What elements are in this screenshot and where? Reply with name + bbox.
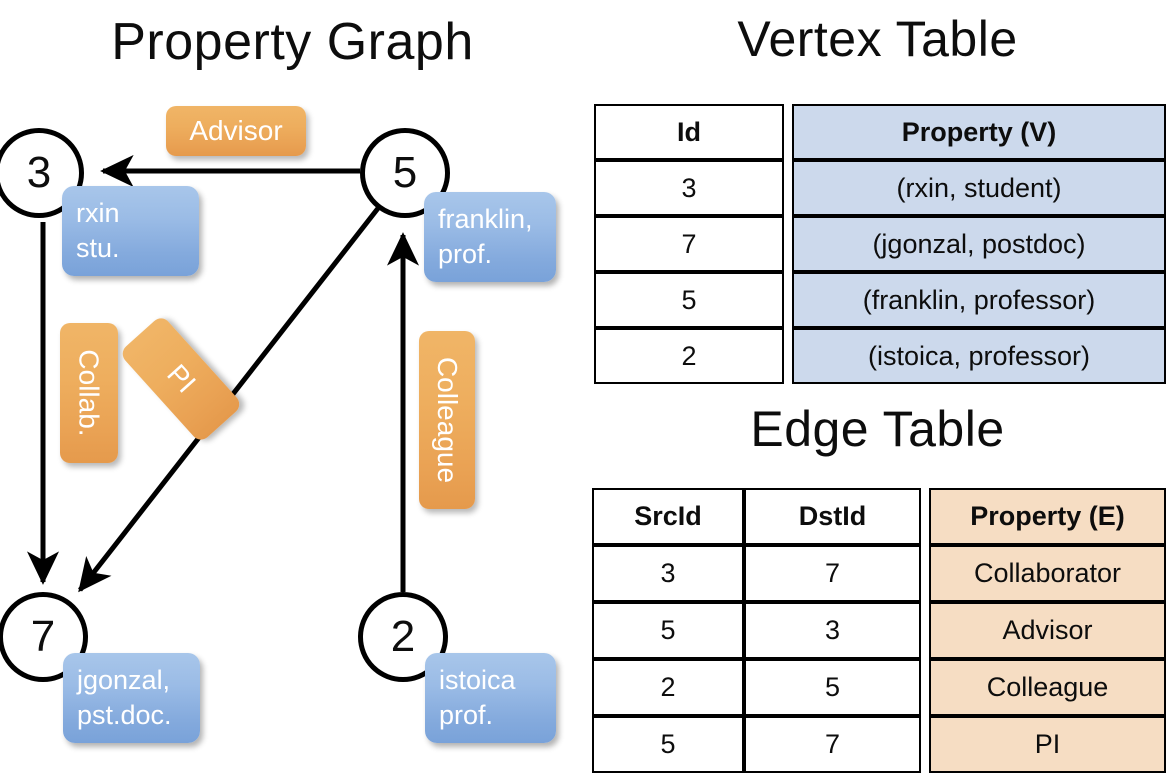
vertex-table-column-gap (784, 104, 792, 160)
table-row: 2 5 Colleague (592, 659, 1166, 716)
edge-table-header-srcid: SrcId (592, 488, 744, 545)
vertex-property-istoica-line1: istoica (439, 665, 516, 696)
edge-cell-property: Advisor (929, 602, 1166, 659)
vertex-property-rxin-line1: rxin (76, 198, 120, 229)
edge-cell-property: Collaborator (929, 545, 1166, 602)
edge-label-advisor: Advisor (166, 106, 306, 156)
table-row: 3 7 Collaborator (592, 545, 1166, 602)
table-row: 7 (jgonzal, postdoc) (594, 216, 1166, 272)
page-title-edge-table: Edge Table (750, 401, 1005, 457)
vertex-property-franklin-line1: franklin, (438, 204, 533, 235)
edge-cell-srcid: 2 (592, 659, 744, 716)
vertex-table-column-gap (784, 328, 792, 384)
graph-node-5-label: 5 (392, 148, 418, 197)
edge-table-header-row: SrcId DstId Property (E) (592, 488, 1166, 545)
graph-node-2-label: 2 (390, 612, 416, 661)
edge-label-colleague-text: Colleague (432, 356, 464, 484)
edge-table-column-gap (921, 545, 929, 602)
edge-label-pi-text: PI (160, 358, 202, 399)
vertex-property-rxin-line2: stu. (76, 233, 120, 263)
vertex-cell-id: 3 (594, 160, 784, 216)
edge-cell-dstid: 5 (744, 659, 921, 716)
vertex-property-box-istoica: istoica prof. (425, 653, 556, 743)
edge-label-collab: Collab. (60, 323, 118, 463)
vertex-property-box-jgonzal: jgonzal, pst.doc. (63, 653, 200, 743)
vertex-property-box-franklin: franklin, prof. (424, 192, 556, 282)
table-row: 3 (rxin, student) (594, 160, 1166, 216)
vertex-cell-property: (franklin, professor) (792, 272, 1166, 328)
edge-label-advisor-text: Advisor (189, 115, 283, 146)
edge-cell-srcid: 5 (592, 602, 744, 659)
vertex-property-box-rxin: rxin stu. (62, 186, 199, 276)
property-graph-diagram: 3 5 7 2 rxin stu. franklin, prof. jgonza… (0, 0, 585, 760)
vertex-cell-property: (jgonzal, postdoc) (792, 216, 1166, 272)
edge-table-header-dstid: DstId (744, 488, 921, 545)
vertex-table-header-row: Id Property (V) (594, 104, 1166, 160)
edge-cell-dstid: 3 (744, 602, 921, 659)
vertex-property-franklin-line2: prof. (438, 239, 493, 269)
edge-cell-property: Colleague (929, 659, 1166, 716)
vertex-table: Id Property (V) 3 (rxin, student) 7 (jgo… (594, 104, 1166, 384)
edge-table-column-gap (921, 716, 929, 773)
graph-node-3-label: 3 (26, 148, 52, 197)
vertex-table-column-gap (784, 216, 792, 272)
table-row: 5 7 PI (592, 716, 1166, 773)
vertex-table-header-property: Property (V) (792, 104, 1166, 160)
edge-cell-dstid: 7 (744, 716, 921, 773)
edge-table: SrcId DstId Property (E) 3 7 Collaborato… (592, 488, 1166, 773)
edge-cell-srcid: 3 (592, 545, 744, 602)
edge-table-column-gap (921, 488, 929, 545)
edge-label-colleague: Colleague (419, 331, 475, 509)
page-title-vertex-table: Vertex Table (737, 11, 1018, 67)
edge-label-collab-text: Collab. (74, 349, 106, 437)
vertex-table-column-gap (784, 160, 792, 216)
vertex-property-jgonzal-line2: pst.doc. (77, 700, 172, 730)
graph-node-7-label: 7 (30, 612, 56, 661)
vertex-cell-id: 7 (594, 216, 784, 272)
table-row: 2 (istoica, professor) (594, 328, 1166, 384)
vertex-cell-property: (istoica, professor) (792, 328, 1166, 384)
edge-cell-srcid: 5 (592, 716, 744, 773)
edge-cell-dstid: 7 (744, 545, 921, 602)
vertex-cell-property: (rxin, student) (792, 160, 1166, 216)
vertex-property-istoica-line2: prof. (439, 700, 494, 730)
edge-table-column-gap (921, 659, 929, 716)
page-title-property-graph: Property Graph (111, 13, 474, 71)
table-row: 5 3 Advisor (592, 602, 1166, 659)
vertex-cell-id: 2 (594, 328, 784, 384)
edge-cell-property: PI (929, 716, 1166, 773)
edge-table-header-property: Property (E) (929, 488, 1166, 545)
vertex-table-header-id: Id (594, 104, 784, 160)
vertex-cell-id: 5 (594, 272, 784, 328)
vertex-table-column-gap (784, 272, 792, 328)
edge-table-column-gap (921, 602, 929, 659)
table-row: 5 (franklin, professor) (594, 272, 1166, 328)
vertex-property-jgonzal-line1: jgonzal, (77, 665, 171, 696)
